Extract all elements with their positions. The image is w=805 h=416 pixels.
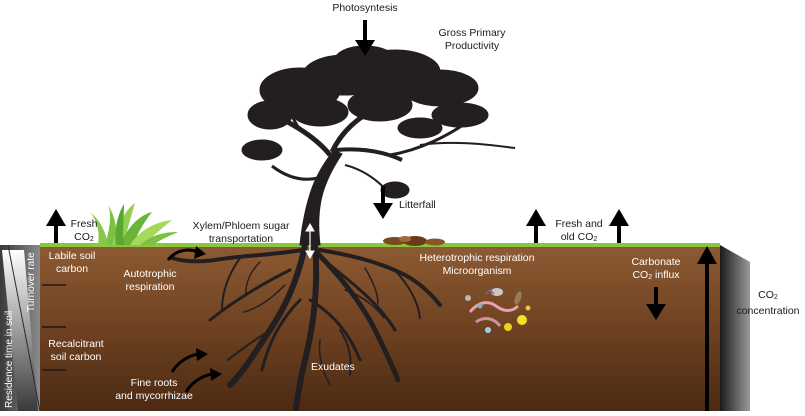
grass-tuft [90, 203, 178, 245]
photosynthesis-label: Photosyntesis [332, 2, 398, 14]
soil-layer [40, 245, 720, 411]
fresh-co2-label: Fresh CO2 [64, 218, 104, 246]
root-system [170, 242, 442, 411]
fresh-co2-arrow [46, 209, 66, 243]
recalcitrant-line2: soil carbon [50, 350, 102, 363]
recalcitrant-soil-carbon-label: Recalcitrant soil carbon [40, 338, 112, 363]
labile-line1: Labile soil [48, 250, 96, 262]
fresh-old-line2: old CO2 [560, 230, 598, 243]
exudates-label: Exudates [311, 361, 355, 373]
xylem-line1: Xylem/Phloem sugar [192, 220, 290, 232]
turnover-rate-label: Turnover rate [26, 252, 37, 312]
fresh-old-co2-arrow-right [609, 209, 629, 243]
co2-up-arrow [697, 246, 717, 264]
carbonate-co2-influx-label: Carbonate CO2 influx [618, 256, 694, 284]
xylem-line2: transportation [208, 232, 274, 245]
carbonate-line2: CO2 influx [632, 268, 680, 281]
labile-soil-carbon-label: Labile soil carbon [40, 250, 104, 275]
fresh-old-co2-label: Fresh and old CO2 [544, 218, 614, 246]
autotrophic-respiration-label: Autotrophic respiration [113, 268, 187, 293]
microorganisms [465, 288, 531, 333]
sap-flow-arrow [305, 222, 315, 260]
autotrophic-line2: respiration [125, 280, 175, 293]
labile-line2: carbon [55, 262, 89, 275]
gpp-label-line1: Gross Primary [438, 27, 506, 39]
co2conc-line1: CO2 [758, 289, 778, 301]
xylem-phloem-label: Xylem/Phloem sugar transportation [181, 220, 301, 245]
residence-time-label: Residence time in soil [4, 310, 15, 408]
carbonate-down-arrow [646, 287, 666, 320]
fresh-old-co2-arrow-left [526, 209, 546, 243]
litterfall-label: Litterfall [399, 199, 436, 211]
fine-roots-label: Fine roots and mycorrhizae [104, 377, 204, 402]
fine-roots-line2: and mycorrhizae [115, 389, 193, 402]
recalcitrant-line1: Recalcitrant [48, 338, 104, 350]
fine-roots-curved-arrow-1 [170, 348, 208, 373]
litter-pile [383, 236, 445, 246]
fine-roots-line1: Fine roots [130, 377, 178, 389]
co2-concentration-wedge [720, 245, 750, 411]
autotrophic-line1: Autotrophic [123, 268, 177, 280]
photosynthesis-arrow [355, 20, 375, 56]
fresh-co2-line1: Fresh [70, 218, 98, 230]
fresh-old-line1: Fresh and [555, 218, 603, 230]
microorganism-line: Microorganism [442, 264, 512, 277]
tree-silhouette [241, 45, 516, 246]
gpp-label: Gross Primary Productivity [425, 27, 519, 52]
co2-concentration-label: CO2 concentration [728, 289, 805, 317]
residence-wedge [2, 250, 38, 411]
carbonate-line1: Carbonate [631, 256, 681, 268]
autotrophic-curved-arrow [166, 246, 206, 261]
fine-roots-curved-arrow-2 [184, 368, 222, 393]
heterotrophic-line: Heterotrophic respiration [419, 252, 535, 264]
gpp-label-line2: Productivity [444, 39, 500, 52]
litterfall-arrow [373, 186, 393, 219]
co2conc-line2: concentration [736, 304, 800, 317]
heterotrophic-label: Heterotrophic respiration Microorganism [407, 252, 547, 277]
ground-surface [40, 243, 720, 247]
fresh-co2-line2: CO2 [74, 230, 94, 243]
